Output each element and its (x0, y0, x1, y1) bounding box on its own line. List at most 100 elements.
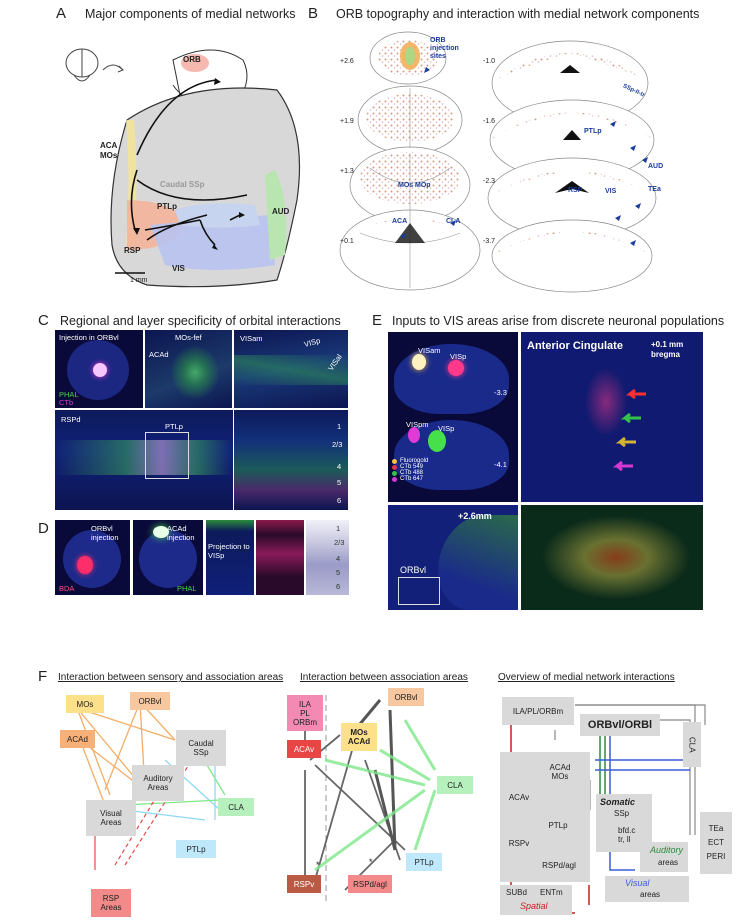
panel-a-connection-arrows (130, 79, 248, 246)
f1-node-visual: Visual Areas (86, 800, 136, 836)
e-label-visp-1: VISp (450, 352, 467, 361)
e-level-41: -4.1 (494, 460, 507, 469)
f1-node-mos: MOs (66, 695, 104, 713)
d-orbvl-image: ORBvl injection BDA (55, 520, 130, 595)
f2-node-ila: ILA PL ORBm (287, 695, 323, 731)
e-anterior-cingulate-label: Anterior Cingulate (527, 340, 623, 352)
c-rspd-label: RSPd (61, 415, 81, 424)
f3-subd-block (500, 885, 572, 915)
panel-f-letter: F (38, 668, 48, 685)
c-layer-4: 4 (337, 462, 342, 471)
f1-node-auditory: Auditory Areas (132, 765, 184, 801)
label-orb: ORB (183, 55, 201, 64)
c-mos-fef-label: MOs-fef (175, 333, 202, 342)
f3-visual-sub: areas (640, 890, 661, 899)
level-right-2: -1.6 (483, 118, 496, 125)
c-ptlp-label: PTLp (165, 422, 183, 431)
f3-node-orbvl: ORBvl/ORBl (580, 714, 660, 736)
f3-node-tea: TEa ECT PERI (700, 812, 732, 874)
level-right-1: -1.0 (483, 58, 496, 65)
f3-node-rspv: RSPv (508, 838, 530, 848)
c-acad-image: MOs-fef ACAd (145, 330, 232, 408)
f1-node-cla: CLA (218, 798, 254, 816)
f1-node-orbvl: ORBvl (130, 692, 170, 710)
panel-d-letter: D (38, 520, 49, 537)
f3-node-ptlp: PTLp (548, 820, 568, 830)
level-right-4: -3.7 (483, 238, 496, 245)
f1-title: Interaction between sensory and associat… (58, 672, 284, 683)
label-b-vis: VIS (605, 188, 617, 195)
f3-somatic-title: Somatic (600, 797, 636, 807)
label-aud: AUD (272, 207, 290, 216)
label-b-tea: TEa (648, 186, 661, 193)
label-b-aca: ACA (392, 218, 408, 225)
f2-node-rspv: RSPv (287, 875, 321, 893)
c-legend-ctb: CTb (59, 398, 74, 407)
f3-node-cla: CLA (683, 722, 701, 767)
f2-node-rspd: RSPd/agl (348, 875, 392, 893)
label-b-mos: MOs (398, 182, 414, 189)
c-layer-1: 1 (337, 422, 342, 431)
e-vis-injections-image: VISam VISp VISpm VISp -3.3 -4.1 Fluorogo… (388, 332, 518, 502)
e-level-26: +2.6mm (458, 511, 492, 521)
e-anterior-cingulate-image: Anterior Cingulate +0.1 mm bregma (521, 332, 703, 502)
level-left-3: +1.3 (340, 168, 354, 175)
c-injection-label: Injection in ORBvl (59, 333, 119, 342)
f3-node-acav: ACAv (508, 792, 530, 802)
d-layer-6: 6 (336, 582, 341, 591)
f2-node-ptlp: PTLp (406, 853, 442, 871)
c-acad-label: ACAd (149, 350, 169, 359)
f3-visual-label: Visual (625, 878, 650, 888)
panel-a-title: Major components of medial networks (85, 7, 296, 21)
c-layer-6: 6 (337, 496, 342, 505)
f2-node-cla: CLA (437, 776, 473, 794)
label-b-aud: AUD (648, 163, 664, 170)
level-left-4: +0.1 (340, 238, 354, 245)
f3-visual-block (605, 876, 689, 902)
e-bregma-label: +0.1 mm bregma (651, 340, 684, 359)
f2-node-acav: ACAv (287, 740, 321, 758)
orb-region (181, 54, 209, 72)
d-legend-phal: PHAL (177, 584, 197, 593)
panel-a-letter: A (56, 5, 67, 22)
label-caudal-ssp: Caudal SSp (160, 180, 205, 189)
f3-auditory-sub: areas (658, 858, 679, 867)
label-b-rsp: RSP (568, 187, 583, 194)
level-left-2: +1.9 (340, 118, 354, 125)
e-level-33: -3.3 (494, 388, 507, 397)
d-projection-red (256, 520, 304, 595)
f1-node-acad: ACAd (60, 730, 95, 748)
f3-somatic-sub: bfd.c tr, ll (618, 826, 636, 844)
e-cell-image (521, 505, 703, 610)
f2-arrows (304, 695, 437, 905)
e-label-visam: VISam (418, 346, 441, 355)
panel-a-brain-diagram (65, 48, 301, 288)
c-injection-image: Injection in ORBvl PHAL CTb (55, 330, 143, 408)
e-legend-ctb488: CTb 488 (400, 470, 424, 476)
f1-node-ptlp: PTLp (176, 840, 216, 858)
c-visp-label: VISp (303, 336, 322, 349)
orb-injection-label: ORB injection sites (430, 37, 459, 60)
f3-spatial-label: Spatial (520, 901, 548, 911)
e-orbvl-image: +2.6mm ORBvl (388, 505, 518, 610)
label-vis: VIS (172, 264, 185, 273)
e-orbvl-label: ORBvl (400, 565, 427, 575)
f3-auditory-label: Auditory (650, 845, 684, 855)
d-nissl-image: 1 2/3 4 5 6 (306, 520, 349, 595)
e-legend-ctb549: CTb 549 (400, 464, 424, 470)
d-orbvl-label: ORBvl injection (91, 524, 119, 542)
mouse-brain-icon (65, 48, 124, 82)
level-left-1: +2.6 (340, 58, 354, 65)
f3-somatic-ssp: SSp (614, 809, 630, 818)
e-legend: Fluorogold CTb 549 CTb 488 CTb 647 (392, 458, 428, 482)
e-legend-ctb647: CTb 647 (400, 476, 424, 482)
f2-star-1: * (316, 860, 320, 870)
panel-b-letter: B (308, 5, 319, 22)
f2-title: Interaction between association areas (300, 672, 468, 683)
label-rsp: RSP (124, 246, 141, 255)
d-layer-1: 1 (336, 524, 341, 533)
level-right-3: -2.3 (483, 178, 496, 185)
c-legend-phal: PHAL (59, 390, 79, 399)
d-acad-label: ACAd injection (167, 524, 195, 542)
c-layers-image: 1 2/3 4 5 6 (234, 410, 348, 510)
